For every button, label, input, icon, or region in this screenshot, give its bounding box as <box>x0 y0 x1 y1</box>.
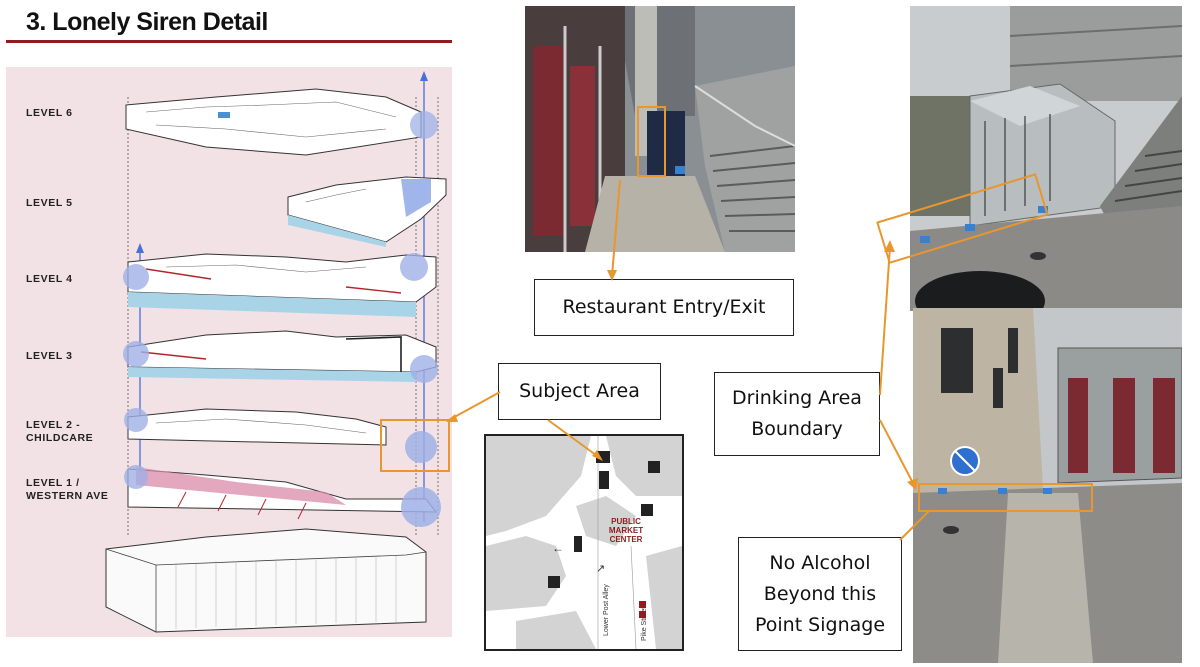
restaurant-entry-callout: Restaurant Entry/Exit <box>534 279 794 336</box>
level-5-label: LEVEL 5 <box>26 197 73 209</box>
entry-highlight <box>637 106 666 177</box>
level-2-label: LEVEL 2 - CHILDCARE <box>26 419 94 444</box>
level-5-plan <box>287 176 447 247</box>
level-3-label: LEVEL 3 <box>26 350 73 362</box>
restroom-icon <box>648 461 660 473</box>
building-base-drawing <box>105 528 427 633</box>
site-map: ← ↗ PUBLIC MARKET CENTER Lower Post Alle… <box>484 434 684 651</box>
level-6-label: LEVEL 6 <box>26 107 73 119</box>
map-pike-street: Pike Street <box>641 607 648 641</box>
level-1-label: LEVEL 1 / WESTERN AVE <box>26 477 109 502</box>
map-block <box>646 546 682 649</box>
subject-area-callout: Subject Area <box>498 363 661 420</box>
map-public-text: PUBLIC <box>611 517 641 526</box>
drinking-boundary-highlight-bottom <box>918 483 1093 512</box>
subject-area-highlight <box>380 419 450 472</box>
level-4-plan <box>123 253 437 317</box>
floor-plans-drawing <box>105 71 447 633</box>
restaurant-entry-photo <box>525 6 795 252</box>
map-center-text: CENTER <box>610 535 643 544</box>
level-6-plan <box>125 88 438 156</box>
level-3-plan <box>123 330 438 383</box>
drinking-area-callout: Drinking Area Boundary <box>714 372 880 456</box>
map-block <box>606 436 682 496</box>
map-lower-post-alley: Lower Post Alley <box>603 584 610 636</box>
svg-text:↗: ↗ <box>596 563 605 575</box>
level-2-plan <box>124 408 437 463</box>
title-rule <box>6 40 452 43</box>
map-block <box>516 611 596 649</box>
map-building-icon <box>596 451 610 463</box>
drinking-area-photo <box>910 6 1182 311</box>
map-block <box>486 436 591 536</box>
no-alcohol-callout: No Alcohol Beyond this Point Signage <box>738 537 902 651</box>
no-alcohol-signage-photo <box>913 308 1182 663</box>
map-block <box>576 496 636 546</box>
page-title: 3. Lonely Siren Detail <box>26 8 268 36</box>
map-block <box>486 536 566 611</box>
map-market-text: MARKET <box>609 526 643 535</box>
level-4-label: LEVEL 4 <box>26 273 73 285</box>
svg-text:←: ← <box>552 541 564 555</box>
level-1-plan <box>124 465 441 527</box>
restroom-icon <box>548 576 560 588</box>
level-diagram: LEVEL 6 LEVEL 5 LEVEL 4 LEVEL 3 LEVEL 2 … <box>6 67 452 637</box>
